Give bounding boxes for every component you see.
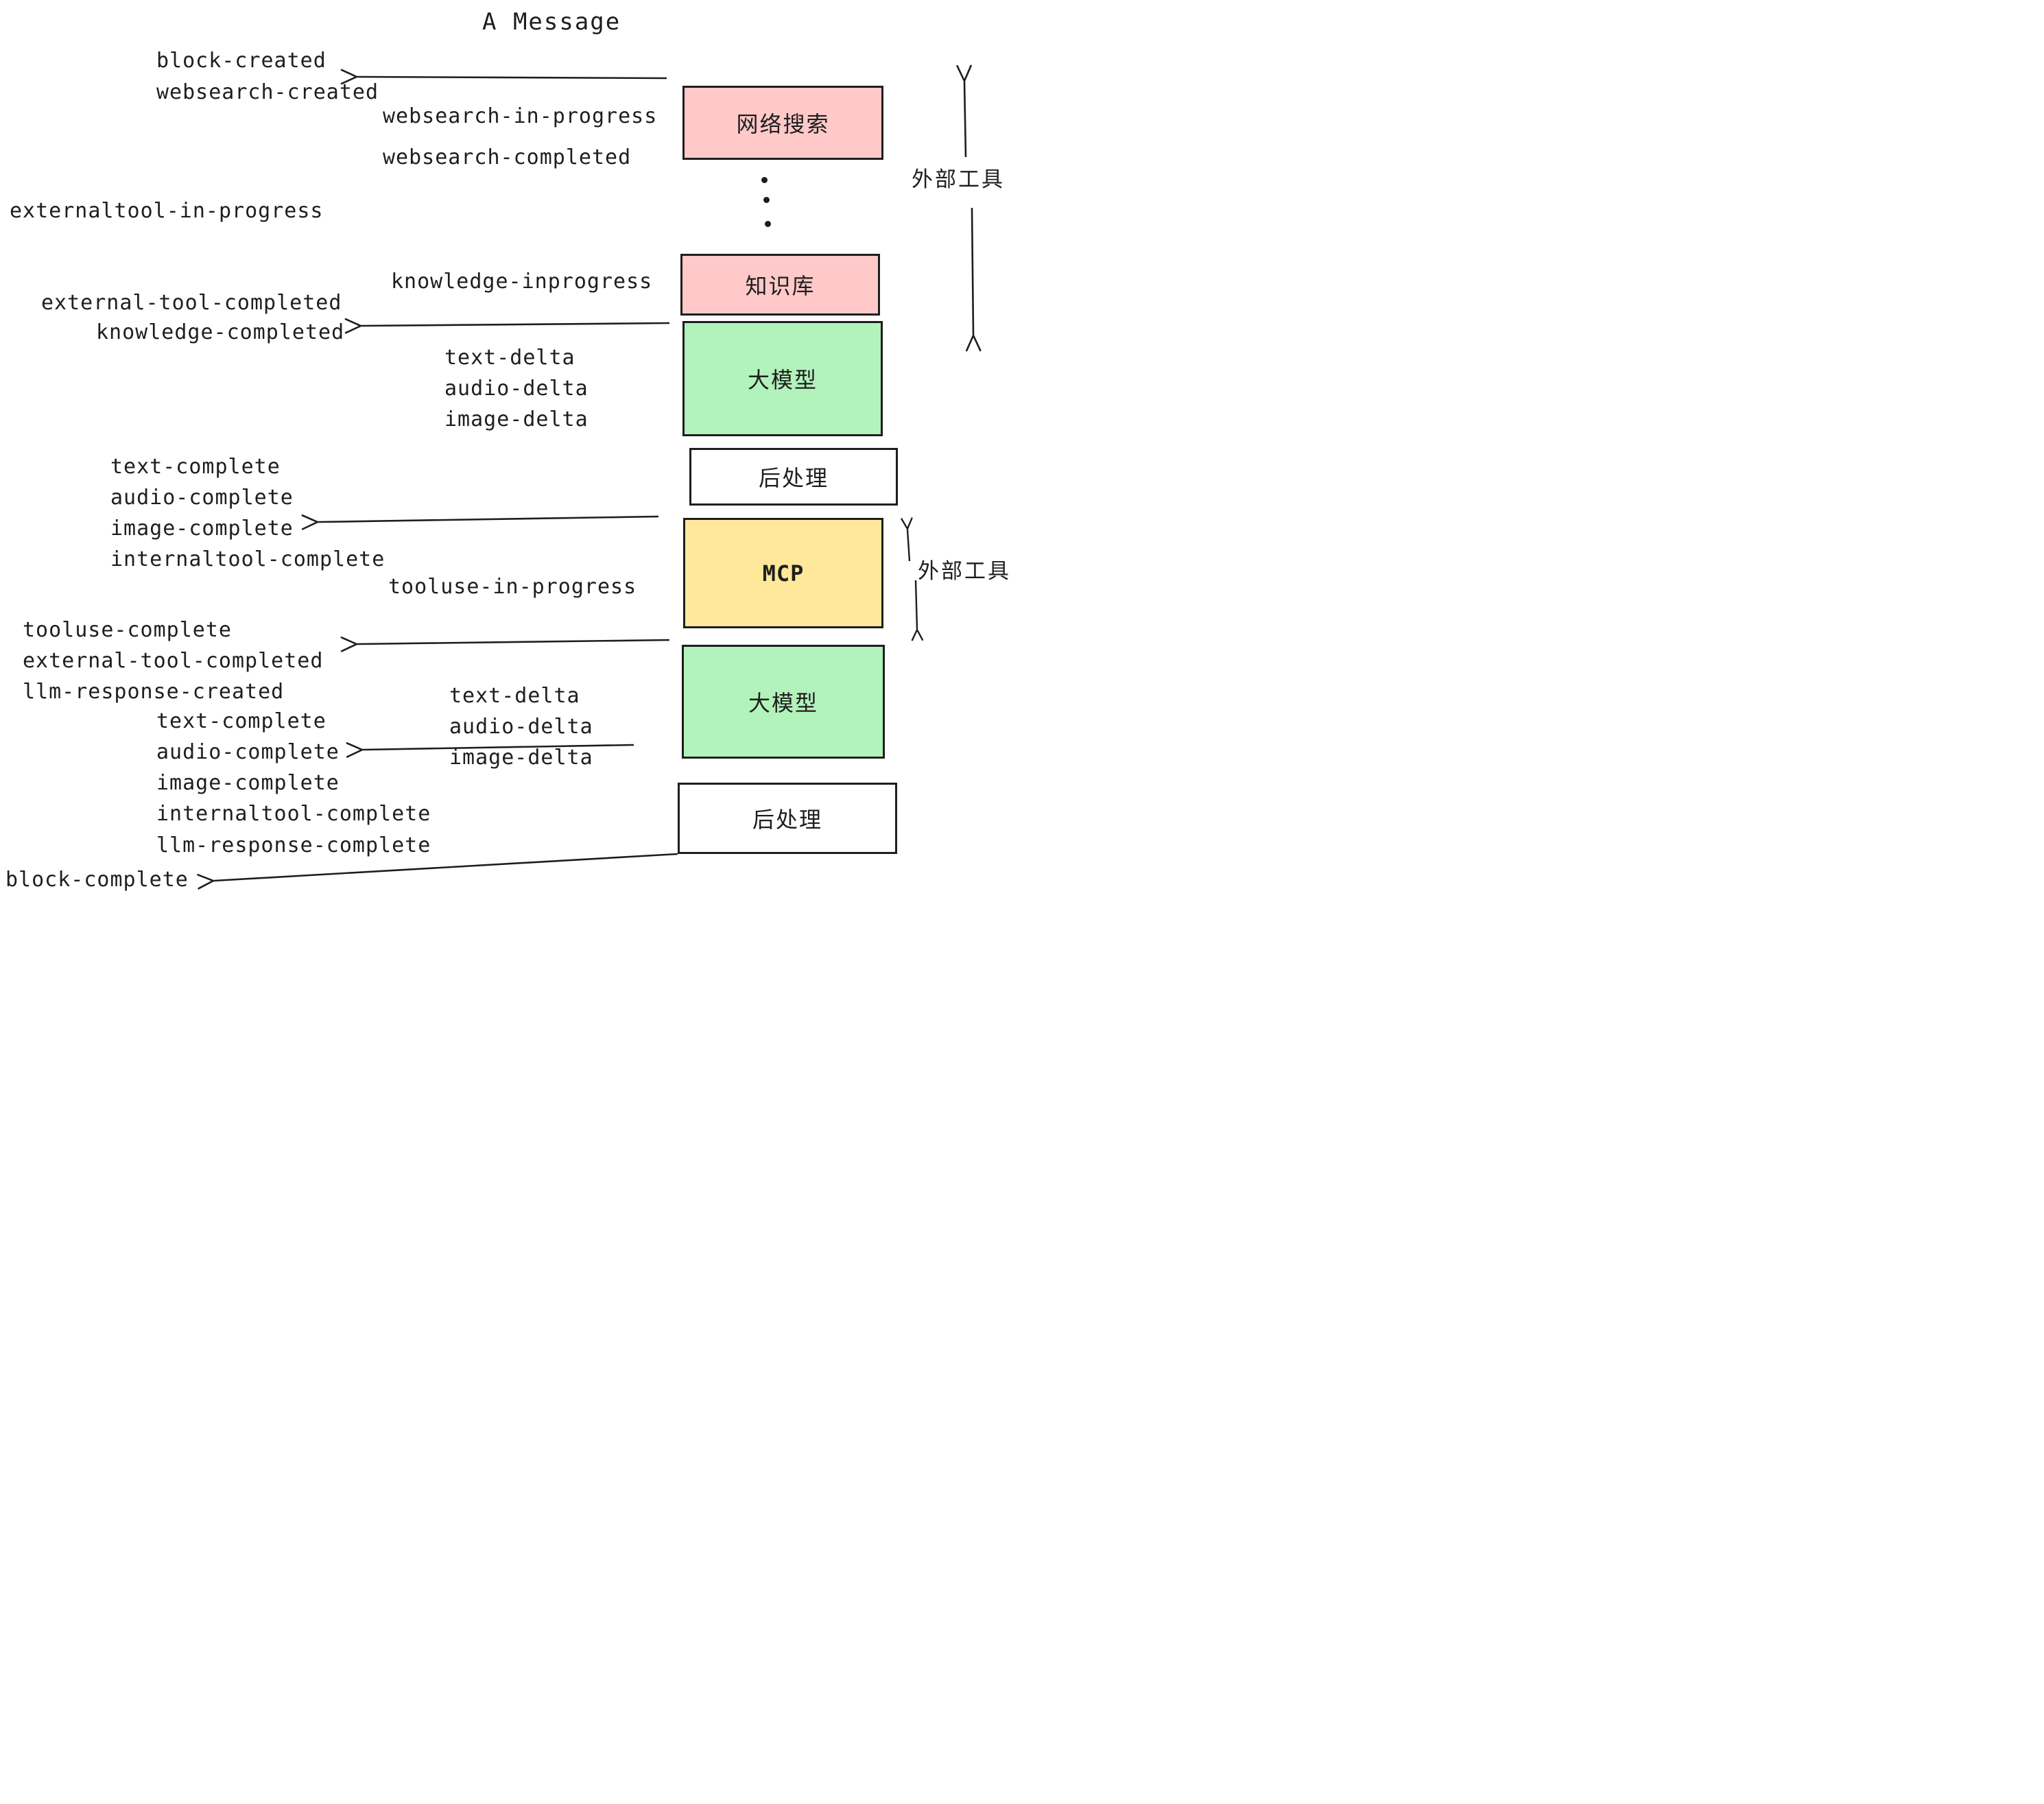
- box-post-top-label: 后处理: [758, 466, 829, 490]
- event-audio-complete-1: audio-complete: [110, 486, 294, 510]
- external-tools-bottom-up-arrow-icon: [901, 517, 913, 562]
- event-knowledge-completed: knowledge-completed: [96, 320, 345, 344]
- external-tools-top-down-arrow-icon: [965, 207, 982, 352]
- event-websearch-in-progress: websearch-in-progress: [383, 104, 658, 128]
- arrow-knowledge-completed: [344, 318, 670, 334]
- box-knowledge-label: 知识库: [745, 274, 816, 298]
- event-text-complete-2: text-complete: [156, 709, 326, 733]
- event-websearch-created: websearch-created: [156, 80, 379, 104]
- event-internaltool-complete-2: internaltool-complete: [156, 802, 431, 826]
- box-websearch-label: 网络搜索: [736, 112, 830, 137]
- arrow-block-complete: [197, 853, 678, 890]
- event-image-complete-2: image-complete: [156, 771, 340, 795]
- event-audio-delta-1: audio-delta: [444, 377, 589, 401]
- box-post-bottom: 后处理: [678, 783, 897, 854]
- ellipsis-dot: [763, 197, 770, 203]
- external-tools-bottom-down-arrow-icon: [911, 580, 924, 641]
- event-tooluse-in-progress: tooluse-in-progress: [388, 575, 637, 599]
- event-text-complete-1: text-complete: [110, 455, 281, 479]
- event-text-delta-2: text-delta: [449, 684, 580, 708]
- ellipsis-dot: [761, 177, 768, 183]
- event-external-tool-completed-1: external-tool-completed: [41, 291, 342, 315]
- event-image-complete-1: image-complete: [110, 517, 294, 541]
- event-image-delta-1: image-delta: [444, 407, 589, 431]
- event-image-delta-2: image-delta: [449, 746, 593, 770]
- box-websearch: 网络搜索: [682, 86, 883, 160]
- event-llm-response-complete: llm-response-complete: [156, 833, 431, 857]
- ellipsis-dot: [765, 221, 771, 227]
- external-tools-bottom-label: 外部工具: [918, 559, 1011, 583]
- event-internaltool-complete-1: internaltool-complete: [110, 547, 385, 571]
- diagram-canvas: A Message 网络搜索 知识库 大模型 后处理 MCP 大模型 后处理 外…: [0, 0, 1022, 902]
- box-mcp-label: MCP: [762, 560, 805, 586]
- diagram-title: A Message: [482, 8, 621, 36]
- box-llm-bottom: 大模型: [682, 645, 885, 759]
- event-externaltool-in-progress: externaltool-in-progress: [10, 199, 324, 223]
- event-audio-complete-2: audio-complete: [156, 740, 340, 764]
- box-llm-top: 大模型: [682, 321, 883, 436]
- event-block-created: block-created: [156, 49, 326, 73]
- event-knowledge-inprogress: knowledge-inprogress: [391, 270, 653, 294]
- box-post-top: 后处理: [689, 448, 898, 506]
- box-post-bottom-label: 后处理: [752, 807, 822, 832]
- external-tools-top-label: 外部工具: [912, 167, 1005, 191]
- box-llm-top-label: 大模型: [747, 368, 818, 392]
- external-tools-top-up-arrow-icon: [956, 64, 972, 158]
- event-llm-response-created: llm-response-created: [23, 680, 285, 704]
- box-llm-bottom-label: 大模型: [748, 691, 818, 715]
- event-block-complete: block-complete: [5, 868, 189, 892]
- box-knowledge: 知识库: [680, 254, 880, 316]
- box-mcp: MCP: [683, 518, 883, 628]
- event-audio-delta-2: audio-delta: [449, 715, 593, 739]
- event-websearch-completed: websearch-completed: [383, 145, 632, 169]
- arrow-websearch-created: [340, 69, 667, 85]
- arrow-tooluse-complete: [340, 637, 670, 652]
- arrow-image-complete: [301, 514, 659, 530]
- event-text-delta-1: text-delta: [444, 346, 575, 370]
- event-external-tool-completed-2: external-tool-completed: [23, 649, 324, 673]
- event-tooluse-complete: tooluse-complete: [23, 618, 232, 642]
